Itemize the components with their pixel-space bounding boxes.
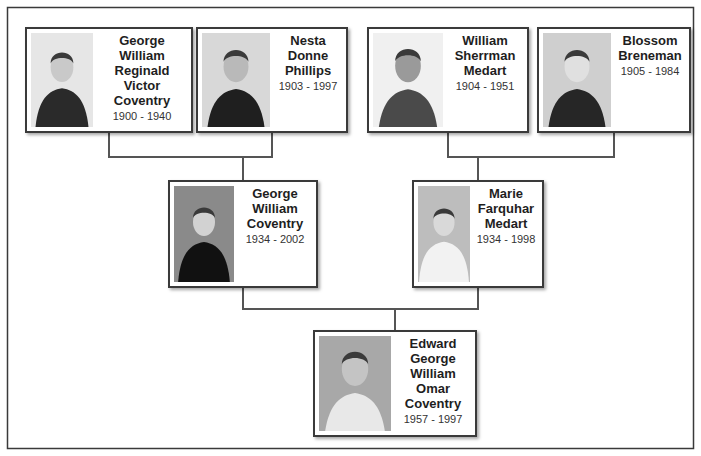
photo-shoulders — [207, 89, 266, 127]
portrait-photo — [174, 186, 234, 282]
photo-face — [51, 53, 74, 82]
photo-shoulders — [178, 242, 230, 282]
photo-ground — [543, 33, 611, 127]
person-box: Edward George William Omar Coventry1957 … — [313, 330, 477, 437]
photo-ground — [373, 33, 443, 127]
parent-child-line — [395, 288, 478, 330]
parent-child-line — [478, 133, 614, 180]
person-name: Blossom Breneman — [615, 33, 685, 63]
portrait-photo — [319, 336, 391, 431]
photo-face — [224, 51, 249, 83]
person-name: Edward George William Omar Coventry — [395, 336, 471, 411]
photo-face — [433, 209, 454, 236]
portrait-photo — [373, 33, 443, 127]
parent-child-line — [109, 133, 243, 180]
person-name: George William Reginald Victor Coventry — [97, 33, 187, 108]
life-years: 1957 - 1997 — [404, 412, 463, 426]
life-years: 1934 - 2002 — [246, 232, 305, 246]
person-text: Blossom Breneman1905 - 1984 — [615, 33, 685, 78]
portrait-photo — [543, 33, 611, 127]
photo-shoulders — [419, 242, 469, 282]
person-name: George William Coventry — [238, 186, 312, 231]
photo-face — [342, 352, 368, 386]
frame-border — [8, 8, 694, 449]
photo-hair — [224, 50, 249, 62]
person-box: William Sherrman Medart1904 - 1951 — [367, 27, 529, 133]
photo-ground — [174, 186, 234, 282]
portrait-photo — [202, 33, 270, 127]
parent-child-line — [243, 133, 272, 180]
portrait-photo — [31, 33, 93, 127]
photo-face — [193, 208, 215, 236]
parent-child-line — [448, 133, 478, 180]
person-box: Nesta Donne Phillips1903 - 1997 — [196, 27, 348, 133]
photo-ground — [319, 336, 391, 431]
photo-hair — [433, 209, 454, 219]
photo-shoulders — [324, 393, 386, 431]
photo-hair — [395, 49, 421, 61]
life-years: 1904 - 1951 — [456, 79, 515, 93]
photo-face — [565, 51, 590, 83]
person-text: Nesta Donne Phillips1903 - 1997 — [274, 33, 342, 93]
photo-hair — [193, 208, 215, 219]
photo-shoulders — [35, 88, 89, 127]
photo-hair — [51, 53, 74, 64]
life-years: 1903 - 1997 — [279, 79, 338, 93]
person-box: George William Coventry1934 - 2002 — [168, 180, 318, 288]
photo-hair — [565, 50, 590, 62]
photo-ground — [31, 33, 93, 127]
person-name: Marie Farquhar Medart — [474, 186, 538, 231]
photo-hair — [342, 352, 368, 365]
photo-shoulders — [378, 89, 439, 127]
photo-ground — [418, 186, 470, 282]
person-name: William Sherrman Medart — [447, 33, 523, 78]
person-text: Edward George William Omar Coventry1957 … — [395, 336, 471, 426]
person-name: Nesta Donne Phillips — [274, 33, 342, 78]
person-box: Blossom Breneman1905 - 1984 — [537, 27, 691, 133]
photo-ground — [202, 33, 270, 127]
person-box: Marie Farquhar Medart1934 - 1998 — [412, 180, 544, 288]
person-text: George William Coventry1934 - 2002 — [238, 186, 312, 246]
portrait-photo — [418, 186, 470, 282]
person-text: George William Reginald Victor Coventry1… — [97, 33, 187, 123]
photo-shoulders — [548, 89, 607, 127]
life-years: 1934 - 1998 — [477, 232, 536, 246]
life-years: 1905 - 1984 — [621, 64, 680, 78]
life-years: 1900 - 1940 — [113, 109, 172, 123]
parent-child-line — [243, 288, 395, 330]
person-text: Marie Farquhar Medart1934 - 1998 — [474, 186, 538, 246]
photo-face — [395, 50, 421, 83]
person-box: George William Reginald Victor Coventry1… — [25, 27, 193, 133]
person-text: William Sherrman Medart1904 - 1951 — [447, 33, 523, 93]
